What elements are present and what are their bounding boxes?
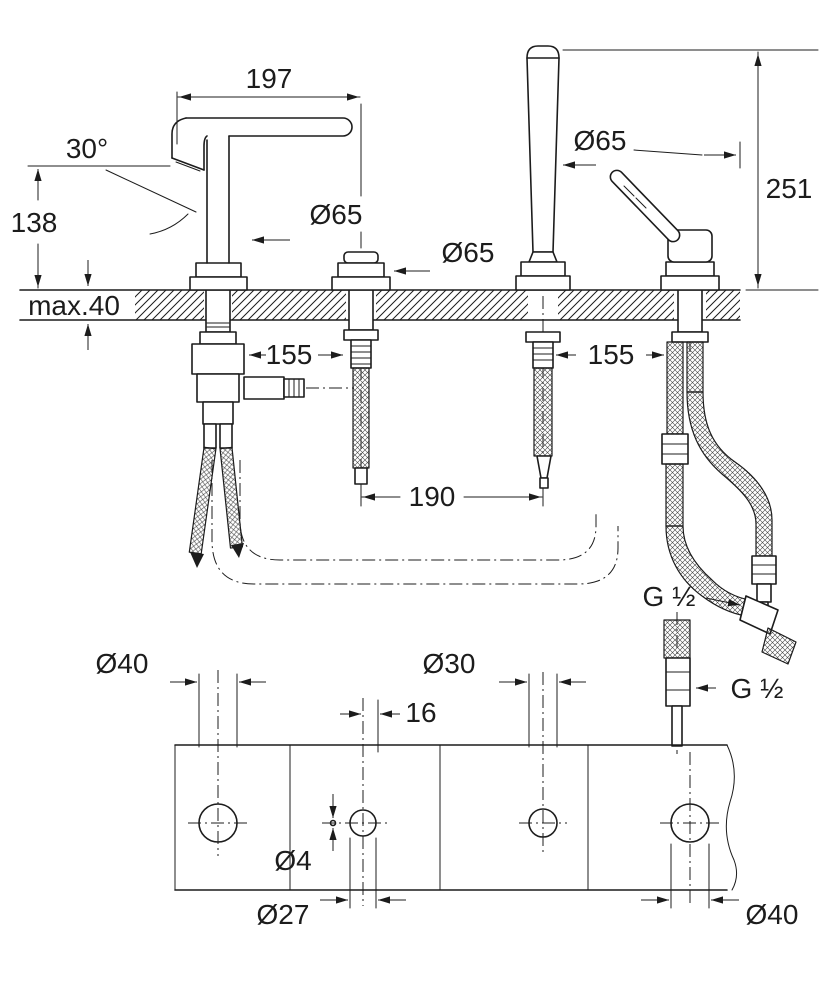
hose-end-tip — [190, 552, 204, 568]
dim-hole-lever: Ø40 — [746, 899, 799, 930]
dim-deck-thickness: max.40 — [28, 290, 120, 321]
dim-escutcheon-valve: Ø65 — [442, 237, 495, 268]
deck-cross-section — [19, 289, 741, 321]
mounting-hole-valve — [349, 809, 377, 837]
dim-thread-shower-hose: G ½ — [643, 581, 696, 612]
pin-hole — [329, 819, 337, 827]
dim-hole-spout: Ø40 — [96, 648, 149, 679]
deck-hatch — [135, 290, 204, 320]
shower-tailpiece-hose — [525, 331, 561, 489]
deck-plan — [174, 744, 738, 891]
spout-supply-hoses — [188, 331, 305, 568]
dim-spout-reach: 197 — [246, 63, 293, 94]
hose-end-tip — [231, 543, 244, 558]
dim-escutcheon-shower: Ø65 — [574, 125, 627, 156]
dim-escutcheon-spout: Ø65 — [310, 199, 363, 230]
hand-shower — [515, 45, 571, 291]
dim-spacing-valve-shower: 190 — [409, 481, 456, 512]
dim-spacing-shower-lever: 155 — [588, 339, 635, 370]
dim-hole-shower: Ø30 — [423, 648, 476, 679]
mounting-hole-spout — [198, 803, 238, 843]
break-line — [725, 744, 738, 891]
mixer-lever-handle — [609, 169, 720, 333]
front-view: 197 30° 138 Ø65 Ø65 Ø65 — [11, 45, 819, 754]
valve-tailpiece-hose — [343, 329, 379, 485]
lever-supply-hoses — [661, 331, 797, 665]
dim-shower-height: 251 — [766, 173, 813, 204]
dim-spacing-spout-valve: 155 — [266, 339, 313, 370]
mounting-holes — [188, 670, 720, 906]
hose-connector — [663, 619, 691, 747]
lever-grip — [609, 169, 681, 243]
dim-spout-angle: 30° — [66, 133, 108, 164]
dimensions-front: 197 30° 138 Ø65 Ø65 Ø65 — [11, 49, 819, 704]
plan-view: Ø40 Ø30 16 Ø4 Ø27 — [96, 648, 799, 930]
mounting-hole-shower — [528, 808, 558, 838]
dim-hole-valve: Ø27 — [257, 899, 310, 930]
dim-pin-hole: Ø4 — [274, 845, 311, 876]
dim-pin-offset: 16 — [405, 697, 436, 728]
dimensions-plan: Ø40 Ø30 16 Ø4 Ø27 — [96, 648, 799, 930]
tub-spout — [171, 117, 353, 333]
dim-spout-height: 138 — [11, 207, 58, 238]
dim-thread-connector: G ½ — [731, 673, 784, 704]
mounting-hole-lever — [670, 803, 710, 843]
